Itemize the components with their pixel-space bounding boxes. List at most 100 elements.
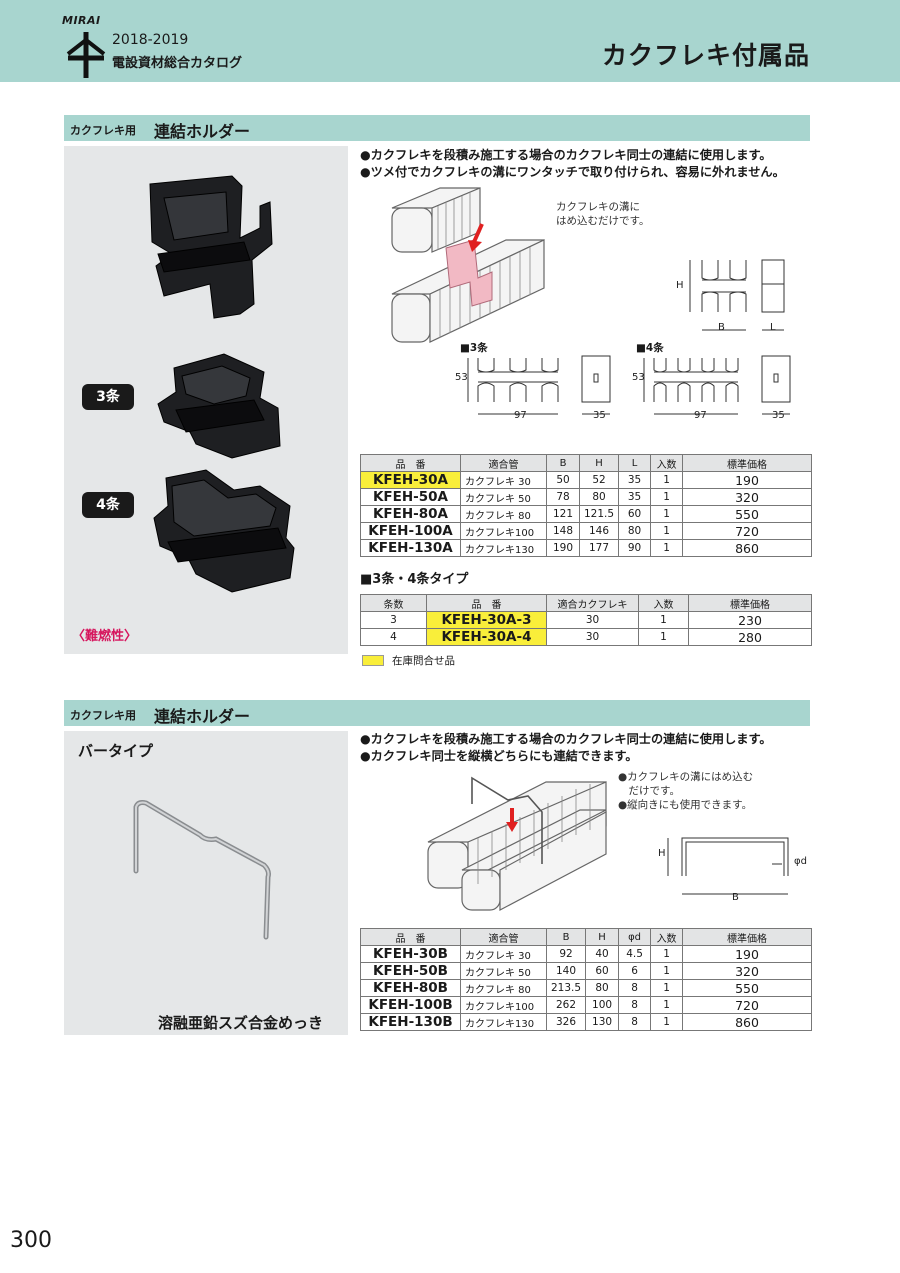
l-cell: 90: [618, 539, 652, 557]
qty-cell: 1: [650, 996, 684, 1014]
b-cell: 92: [545, 945, 587, 963]
dim-h-label: H: [676, 280, 684, 291]
qty-cell: 1: [650, 505, 684, 523]
part-number: KFEH-50B: [360, 962, 461, 980]
dim-4jo-53: 53: [632, 372, 645, 383]
bar-dim-d-label: φd: [794, 856, 807, 867]
pipe-cell: カクフレキ130: [460, 1013, 547, 1031]
logo-text: MIRAI: [62, 14, 101, 27]
pipe-cell: カクフレキ 80: [460, 979, 547, 997]
multi-jo-subheading: ■3条・4条タイプ: [360, 572, 469, 587]
part-number: KFEH-30A: [360, 471, 461, 489]
spec-table-a: 品 番 適合管 B H L 入数 標準価格 KFEH-30A カクフレキ 30 …: [360, 454, 812, 557]
col-pipe: 適合管: [460, 928, 547, 946]
qty-cell: 1: [638, 611, 689, 629]
section2-band: カクフレキ用 連結ホルダー: [64, 700, 810, 726]
dim-3jo-97: 97: [514, 410, 527, 421]
plating-label: 溶融亜鉛スズ合金めっき: [158, 1014, 324, 1032]
pipe-cell: カクフレキ 30: [460, 945, 547, 963]
h-cell: 40: [585, 945, 620, 963]
bar-dim-b-label: B: [732, 892, 739, 903]
single-holder-image: [149, 175, 273, 319]
section1-install-note: カクフレキの溝に はめ込むだけです。: [556, 200, 649, 228]
d-cell: 8: [618, 1013, 652, 1031]
qty-cell: 1: [638, 628, 689, 646]
table-row: KFEH-100B カクフレキ100 262 100 8 1 720: [360, 996, 812, 1014]
bar-dim-h-label: H: [658, 848, 666, 859]
badge-3jo: 3条: [82, 384, 134, 410]
installation-illustration: [391, 187, 545, 343]
three-jo-holder-image: [157, 353, 281, 459]
jo-cell: 3: [360, 611, 427, 629]
col-part-no: 品 番: [360, 454, 461, 472]
part-number: KFEH-80B: [360, 979, 461, 997]
col-price: 標準価格: [682, 928, 812, 946]
spec-table-multi-header: 条数 品 番 適合カクフレキ 入数 標準価格: [360, 594, 812, 612]
dim-3jo-35: 35: [593, 410, 606, 421]
section1-label-big: 連結ホルダー: [154, 122, 251, 141]
col-price: 標準価格: [688, 594, 812, 612]
h-cell: 60: [585, 962, 620, 980]
pipe-cell: カクフレキ100: [460, 522, 547, 540]
l-cell: 80: [618, 522, 652, 540]
price-cell: 320: [682, 962, 812, 980]
col-pipe: 適合カクフレキ: [546, 594, 639, 612]
table-row: KFEH-100A カクフレキ100 148 146 80 1 720: [360, 522, 812, 540]
mirai-logo-icon: [66, 32, 106, 78]
price-cell: 860: [682, 539, 812, 557]
page-number: 300: [10, 1228, 52, 1253]
price-cell: 550: [682, 979, 812, 997]
dim-b-label: B: [718, 322, 725, 333]
flame-retardant-label: 〈難燃性〉: [72, 629, 138, 644]
section1-note-line-1: カクフレキの溝に: [556, 201, 640, 213]
b-cell: 326: [545, 1013, 587, 1031]
four-jo-drawing: [643, 355, 791, 415]
qty-cell: 1: [650, 539, 684, 557]
table-row: KFEH-30B カクフレキ 30 92 40 4.5 1 190: [360, 945, 812, 963]
pipe-cell: 30: [546, 611, 639, 629]
col-h: H: [578, 454, 620, 472]
badge-4jo: 4条: [82, 492, 134, 518]
part-number: KFEH-30A-3: [426, 611, 547, 629]
price-cell: 320: [682, 488, 812, 506]
part-number: KFEH-100A: [360, 522, 461, 540]
section1-band: カクフレキ用 連結ホルダー: [64, 115, 810, 141]
b-cell: 78: [546, 488, 580, 506]
section2-note-1: ●カクフレキの溝にはめ込む: [618, 771, 754, 783]
col-part-no: 品 番: [426, 594, 547, 612]
part-number: KFEH-30B: [360, 945, 461, 963]
qty-cell: 1: [650, 1013, 684, 1031]
table-row: KFEH-50A カクフレキ 50 78 80 35 1 320: [360, 488, 812, 506]
spec-table-multi: 条数 品 番 適合カクフレキ 入数 標準価格 3 KFEH-30A-3 30 1…: [360, 594, 812, 646]
col-qty: 入数: [650, 928, 684, 946]
section2-label-big: 連結ホルダー: [154, 707, 251, 726]
col-price: 標準価格: [682, 454, 812, 472]
pipe-cell: カクフレキ 50: [460, 962, 547, 980]
part-number: KFEH-100B: [360, 996, 461, 1014]
dim-4jo-97: 97: [694, 410, 707, 421]
h-cell: 80: [578, 488, 620, 506]
table-row: KFEH-80B カクフレキ 80 213.5 80 8 1 550: [360, 979, 812, 997]
b-cell: 121: [546, 505, 580, 523]
col-b: B: [545, 928, 587, 946]
table-row: KFEH-130B カクフレキ130 326 130 8 1 860: [360, 1013, 812, 1031]
col-qty: 入数: [638, 594, 689, 612]
table-row: KFEH-50B カクフレキ 50 140 60 6 1 320: [360, 962, 812, 980]
table-row: KFEH-30A カクフレキ 30 50 52 35 1 190: [360, 471, 812, 489]
dim-4jo-35: 35: [772, 410, 785, 421]
l-cell: 35: [618, 471, 652, 489]
dimension-drawing-bhl: [689, 259, 785, 331]
d-cell: 8: [618, 979, 652, 997]
dim-3jo-53: 53: [455, 372, 468, 383]
h-cell: 52: [578, 471, 620, 489]
price-cell: 190: [682, 471, 812, 489]
section2-note-3: ●縦向きにも使用できます。: [618, 799, 753, 811]
spec-table-b-header: 品 番 適合管 B H φd 入数 標準価格: [360, 928, 812, 946]
d-cell: 6: [618, 962, 652, 980]
price-cell: 860: [682, 1013, 812, 1031]
col-jo: 条数: [360, 594, 427, 612]
section2-notes: ●カクフレキの溝にはめ込む だけです。 ●縦向きにも使用できます。: [618, 770, 753, 812]
price-cell: 550: [682, 505, 812, 523]
bar-dimension-drawing: [667, 837, 789, 895]
b-cell: 190: [546, 539, 580, 557]
